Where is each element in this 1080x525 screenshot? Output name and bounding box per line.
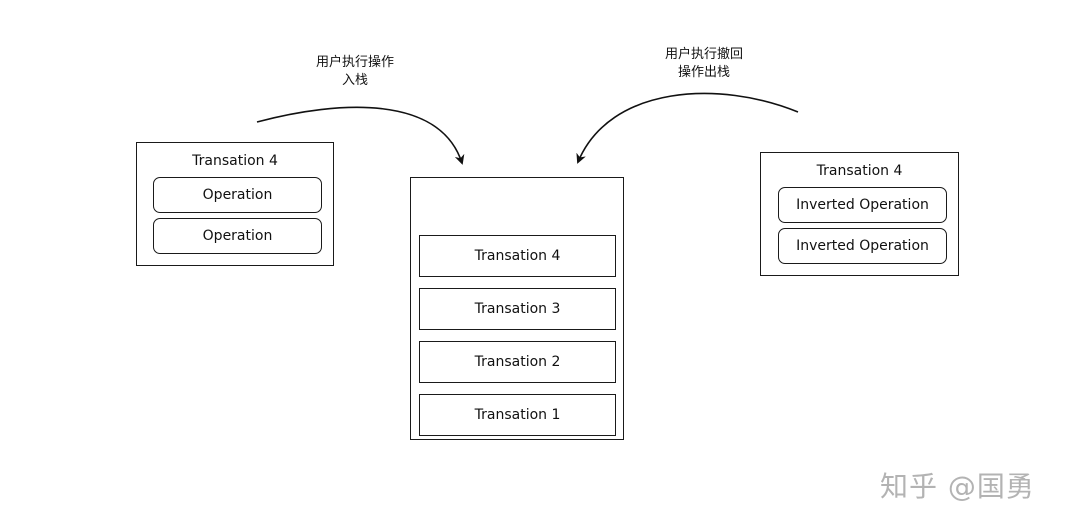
pop-label-line2: 操作出栈 <box>677 65 730 80</box>
left-operation-1: Operation <box>153 177 322 213</box>
right-transaction-group: Transation 4 Inverted Operation Inverted… <box>760 152 959 276</box>
left-operation-2: Operation <box>153 218 322 254</box>
stack-item-2: Transation 2 <box>419 341 616 383</box>
transaction-stack: Transation 4 Transation 3 Transation 2 T… <box>410 177 624 440</box>
left-group-title: Transation 4 <box>192 153 278 169</box>
stack-item-3: Transation 3 <box>419 288 616 330</box>
right-inverted-operation-1: Inverted Operation <box>778 187 947 223</box>
right-group-title: Transation 4 <box>816 163 903 179</box>
stack-item-4: Transation 4 <box>419 235 616 277</box>
push-label-line1: 用户执行操作 <box>315 55 394 70</box>
watermark: 知乎 @国勇 <box>880 470 1035 503</box>
left-transaction-group: Transation 4 Operation Operation <box>136 142 334 266</box>
right-inverted-operation-2: Inverted Operation <box>778 228 947 264</box>
push-label-line2: 入栈 <box>341 73 368 88</box>
pop-label: 用户执行撤回 操作出栈 <box>649 46 759 82</box>
push-arrow <box>256 106 465 165</box>
pop-arrow <box>576 92 799 164</box>
push-label: 用户执行操作 入栈 <box>300 54 410 90</box>
pop-label-line1: 用户执行撤回 <box>664 47 743 62</box>
stack-item-1: Transation 1 <box>419 394 616 436</box>
